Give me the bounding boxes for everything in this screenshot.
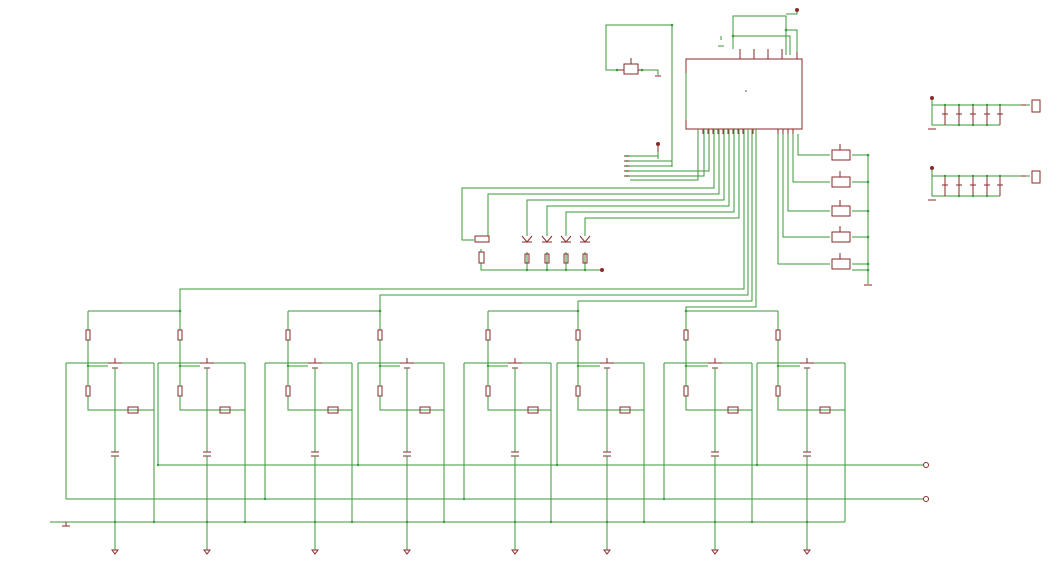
crystal-regulator (617, 58, 661, 77)
driver-stage-6 (556, 311, 645, 555)
driver-stage-5 (463, 311, 552, 555)
header-connector (624, 129, 710, 181)
driver-stage-8 (756, 311, 846, 555)
main-ic-body (685, 58, 803, 130)
driver-stage-4 (357, 311, 445, 555)
power-filter-row-2 (928, 166, 1041, 201)
main-ic-block (685, 49, 803, 134)
main-ic-origin-mark (745, 90, 747, 92)
driver-stage-1 (65, 311, 155, 555)
indicator-led-section (461, 129, 740, 272)
output-buses (50, 462, 929, 527)
output-switch-bank (777, 134, 872, 286)
ic-top-wiring (605, 8, 799, 167)
ic-power-terminal (795, 8, 799, 12)
output-terminal-2 (923, 496, 929, 502)
output-terminal-1 (923, 462, 929, 468)
driver-stage-3 (264, 311, 353, 555)
driver-control-buses (88, 129, 778, 313)
driver-stage-2 (157, 311, 924, 555)
power-filter-row-1 (928, 96, 1041, 130)
driver-stage-7 (663, 311, 753, 555)
